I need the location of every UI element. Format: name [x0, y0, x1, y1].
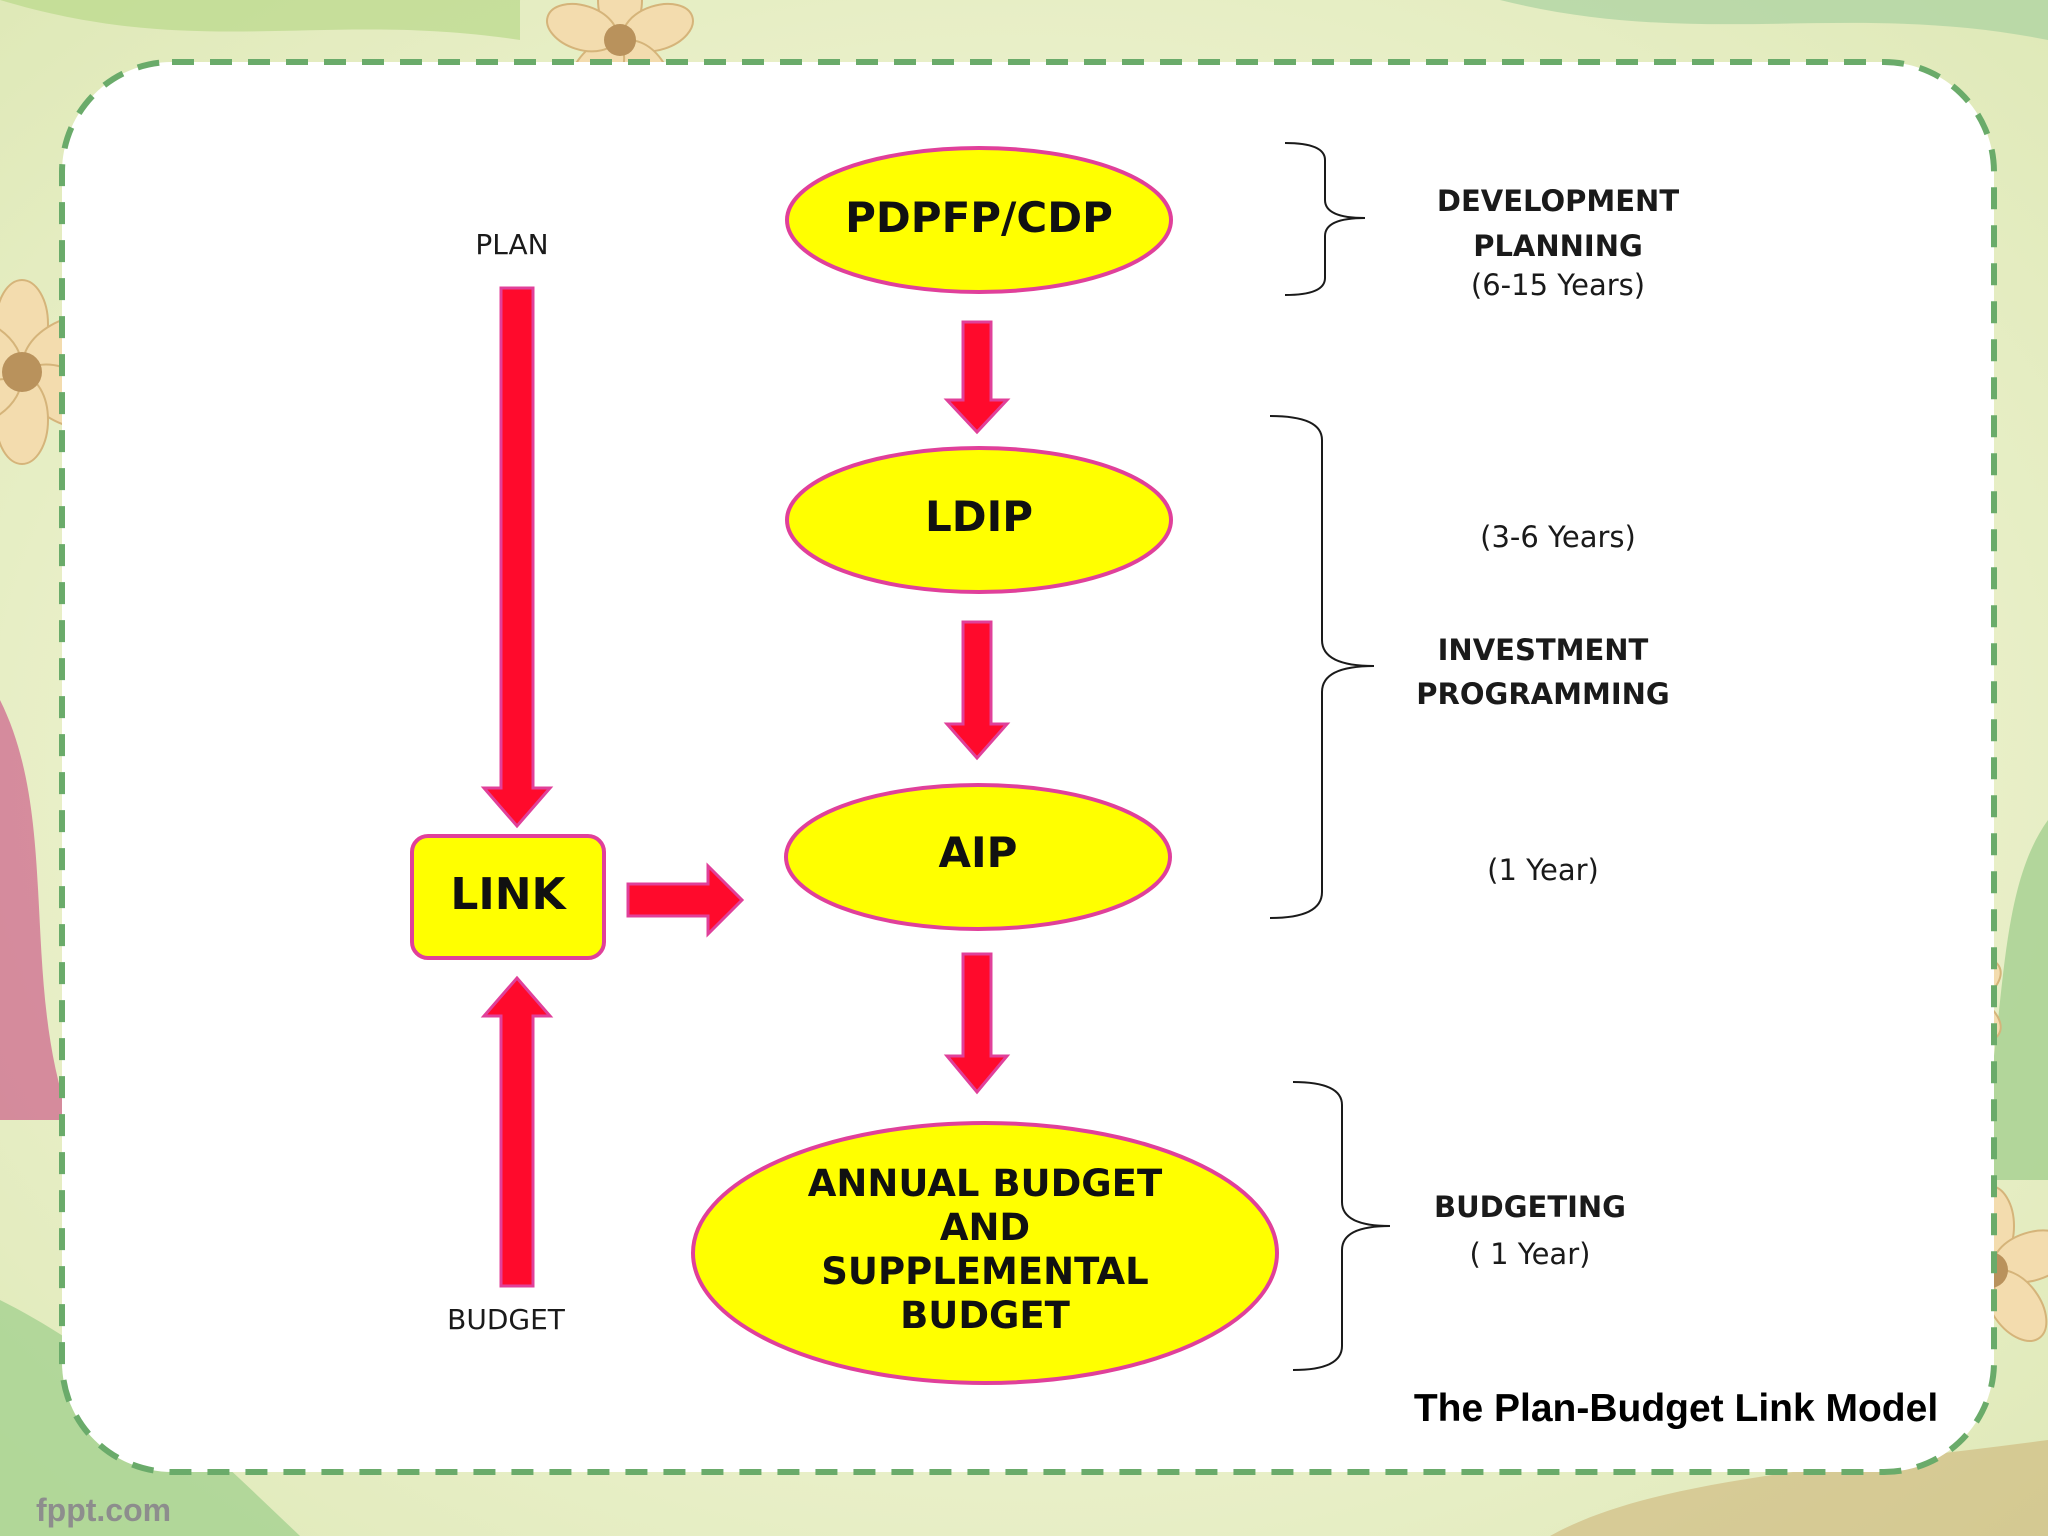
- investment-title-line-2: PROGRAMMING: [1416, 677, 1670, 711]
- budgeting-duration: ( 1 Year): [1469, 1237, 1591, 1271]
- plan-label: PLAN: [475, 228, 549, 261]
- brace-investment: [1269, 415, 1375, 919]
- budgeting-title: BUDGETING: [1434, 1190, 1626, 1224]
- content-card: [59, 59, 1997, 1475]
- pdpfp-to-ldip-arrow: [943, 320, 1011, 435]
- ldip-label: LDIP: [924, 492, 1034, 541]
- link-label: LINK: [450, 869, 566, 920]
- node-ldip: [785, 446, 1173, 594]
- annual-budget-line-1: ANNUAL BUDGET: [807, 1162, 1163, 1205]
- aip-to-budget-arrow: [943, 952, 1011, 1095]
- annual-budget-label: ANNUAL BUDGET AND SUPPLEMENTAL BUDGET: [740, 1162, 1230, 1338]
- brace-development: [1284, 142, 1366, 296]
- budget-up-arrow: [480, 975, 554, 1288]
- development-title-line-1: DEVELOPMENT: [1436, 184, 1680, 218]
- link-box: [410, 834, 606, 960]
- investment-duration-top: (3-6 Years): [1480, 520, 1636, 554]
- plan-down-arrow: [480, 286, 554, 829]
- annual-budget-line-2: AND: [939, 1206, 1031, 1249]
- ldip-to-aip-arrow: [943, 620, 1011, 761]
- link-to-aip-arrow: [626, 862, 745, 938]
- brand-watermark: fppt.com: [36, 1492, 172, 1528]
- investment-title-line-1: INVESTMENT: [1437, 633, 1649, 667]
- budget-label: BUDGET: [447, 1303, 565, 1336]
- diagram-caption: The Plan-Budget Link Model: [1405, 1374, 1947, 1444]
- development-title-line-2: PLANNING: [1473, 229, 1643, 263]
- pdpfp-cdp-label: PDPFP/CDP: [845, 193, 1113, 242]
- annual-budget-line-3: SUPPLEMENTAL: [821, 1250, 1149, 1293]
- node-aip: [784, 783, 1172, 931]
- node-pdpfp-cdp: [785, 146, 1173, 294]
- node-annual-budget: [691, 1121, 1279, 1385]
- brace-budgeting: [1292, 1081, 1391, 1371]
- aip-label: AIP: [938, 828, 1018, 877]
- annual-budget-line-4: BUDGET: [900, 1294, 1070, 1337]
- investment-duration-bottom: (1 Year): [1487, 853, 1599, 887]
- development-duration: (6-15 Years): [1470, 268, 1646, 302]
